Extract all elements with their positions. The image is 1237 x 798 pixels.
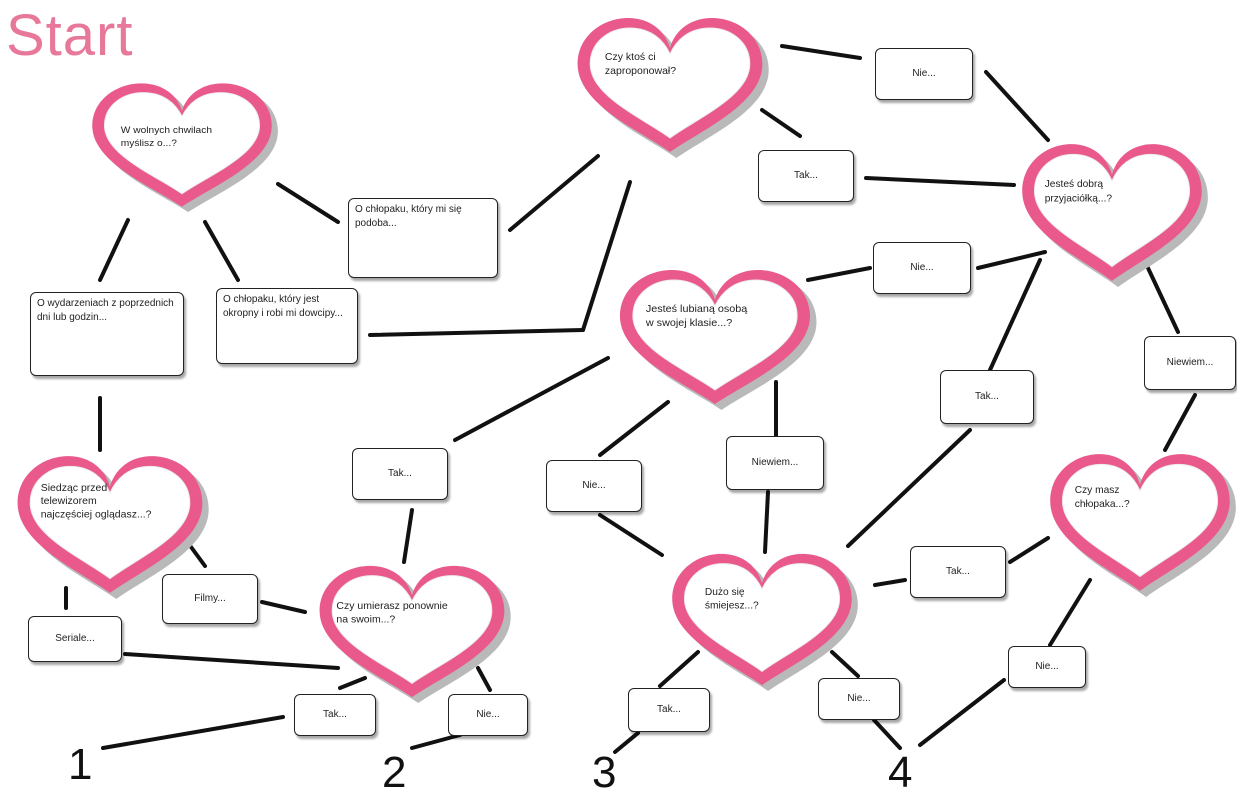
heart-label-1: Jesteś dobrą	[1045, 179, 1104, 190]
answer-box-no[interactable]: Nie...	[875, 48, 973, 100]
heart-node-2: Czy ktoś ci zaproponował?	[577, 18, 769, 158]
heart-label-3: najczęściej oglądasz...?	[41, 509, 152, 520]
heart-node-7: Dużo się śmiejesz...?	[672, 553, 858, 692]
answer-box-movies[interactable]: Filmy...	[162, 574, 258, 624]
answer-box-dont-know[interactable]: Niewiem...	[726, 436, 824, 490]
heart-node-3: Jesteś dobrą przyjaciółką...?	[1022, 144, 1208, 287]
heart-label-2: zaproponował?	[605, 66, 677, 77]
answer-box-yes[interactable]: Tak...	[758, 150, 854, 202]
answer-box-yes[interactable]: Tak...	[352, 448, 448, 500]
heart-label-2: chłopaka...?	[1075, 499, 1130, 510]
heart-label-2: w swojej klasie...?	[645, 318, 733, 329]
heart-label-1: Czy masz	[1075, 485, 1120, 496]
heart-label-2: telewizorem	[41, 496, 97, 507]
heart-label-2: śmiejesz...?	[705, 601, 759, 612]
answer-box-dont-know[interactable]: Niewiem...	[1144, 336, 1236, 390]
outcome-number-2: 2	[382, 748, 407, 797]
heart-label-1: Jesteś lubianą osobą	[646, 304, 748, 315]
answer-box-annoying-boy[interactable]: O chłopaku, który jest okropny i robi mi…	[216, 288, 358, 364]
outcome-number-4: 4	[888, 748, 913, 797]
answer-box-yes[interactable]: Tak...	[628, 688, 710, 732]
answer-box-no[interactable]: Nie...	[546, 460, 642, 512]
answer-box-events[interactable]: O wydarzeniach z poprzednich dni lub god…	[30, 292, 184, 376]
answer-box-no[interactable]: Nie...	[873, 242, 971, 294]
answer-box-yes[interactable]: Tak...	[940, 370, 1034, 424]
heart-node-5: Siedząc przed telewizorem najczęściej og…	[17, 456, 209, 599]
answer-box-liked-boy[interactable]: O chłopaku, który mi się podoba...	[348, 198, 498, 278]
answer-box-no[interactable]: Nie...	[448, 694, 528, 736]
connector-lines	[64, 44, 1197, 754]
answer-box-series[interactable]: Seriale...	[28, 616, 122, 662]
outcome-number-3: 3	[592, 748, 617, 797]
heart-label-1: Czy ktoś ci	[605, 52, 656, 63]
heart-node-4: Jesteś lubianą osobą w swojej klasie...?	[619, 270, 817, 410]
answer-box-no[interactable]: Nie...	[1008, 646, 1086, 688]
outcome-number-1: 1	[68, 740, 93, 789]
heart-label-1: Czy umierasz ponownie	[336, 601, 448, 612]
answer-box-yes[interactable]: Tak...	[910, 546, 1006, 598]
heart-label-2: na swoim...?	[336, 615, 395, 626]
heart-label-1: Dużo się	[705, 587, 745, 598]
heart-label-1: Siedząc przed	[41, 483, 108, 494]
heart-label-2: przyjaciółką...?	[1045, 193, 1113, 204]
heart-node-8: Czy masz chłopaka...?	[1050, 454, 1236, 597]
heart-node-1: W wolnych chwilach myślisz o...?	[92, 83, 278, 213]
heart-label-1: W wolnych chwilach	[121, 125, 212, 135]
page-title: Start	[6, 3, 134, 68]
answer-box-yes[interactable]: Tak...	[294, 694, 376, 736]
answer-box-no[interactable]: Nie...	[818, 678, 900, 720]
heart-label-2: myślisz o...?	[121, 138, 178, 148]
heart-node-6: Czy umierasz ponownie na swoim...?	[319, 565, 511, 704]
